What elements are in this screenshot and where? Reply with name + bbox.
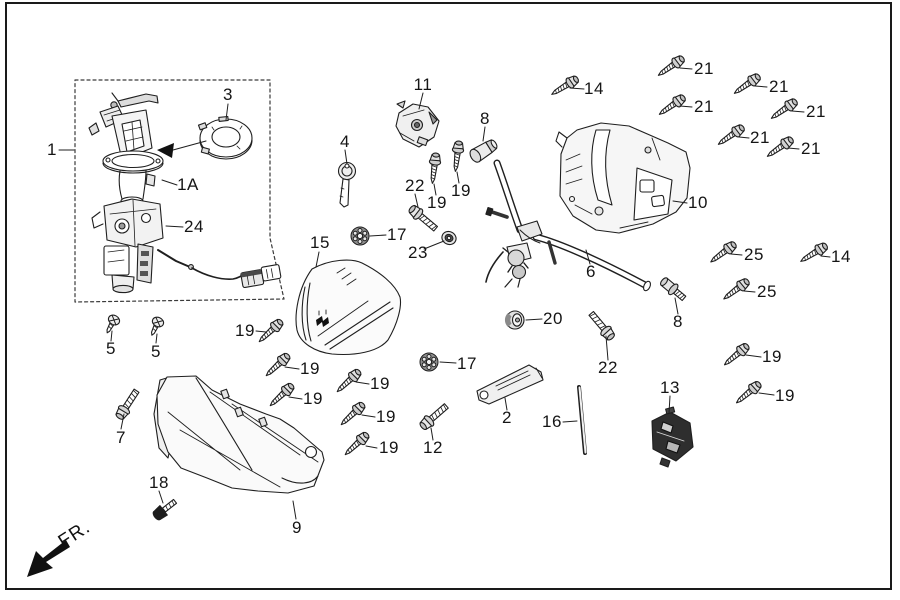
part-label-7: 7 — [116, 428, 126, 447]
part-label-19: 19 — [303, 389, 323, 408]
part-switch — [395, 100, 440, 148]
part-label-20: 20 — [543, 309, 563, 328]
part-label-8: 8 — [673, 312, 683, 331]
part-label-14: 14 — [584, 79, 604, 98]
part-label-19: 19 — [235, 321, 255, 340]
emblem-mark — [316, 316, 329, 327]
part-label-22: 22 — [405, 176, 425, 195]
fr-arrow — [27, 540, 70, 577]
part-label-21: 21 — [806, 102, 826, 121]
part-label-5: 5 — [106, 339, 116, 358]
part-label-18: 18 — [149, 473, 169, 492]
part-label-19: 19 — [300, 359, 320, 378]
part-label-1: 1 — [47, 140, 57, 159]
part-label-3: 3 — [223, 85, 233, 104]
part-label-17: 17 — [387, 225, 407, 244]
part-bush-upper — [469, 139, 498, 163]
part-label-11: 11 — [413, 75, 433, 94]
part-label-16: 16 — [542, 412, 562, 431]
part-label-21: 21 — [750, 128, 770, 147]
part-label-6: 6 — [586, 262, 596, 281]
part-stay-link — [476, 364, 544, 405]
part-label-24: 24 — [184, 217, 204, 236]
part-visor-garnish — [295, 259, 402, 356]
part-pivot-bolt — [660, 277, 687, 302]
part-rod — [577, 385, 587, 455]
part-label-22: 22 — [598, 358, 618, 377]
part-label-21: 21 — [694, 97, 714, 116]
part-label-21: 21 — [694, 59, 714, 78]
part-label-19: 19 — [427, 193, 447, 212]
part-label-12: 12 — [423, 438, 443, 457]
part-front-cover — [153, 375, 325, 494]
leader-lines — [58, 67, 831, 520]
part-label-25: 25 — [757, 282, 777, 301]
part-label-19: 19 — [379, 438, 399, 457]
part-fuel-pump-assembly — [88, 92, 282, 294]
part-label-10: 10 — [688, 193, 708, 212]
part-label-14: 14 — [831, 247, 851, 266]
part-label-23: 23 — [408, 243, 428, 262]
part-label-19: 19 — [376, 407, 396, 426]
part-label-19: 19 — [775, 386, 795, 405]
part-label-19: 19 — [762, 347, 782, 366]
part-label-21: 21 — [769, 77, 789, 96]
part-label-5: 5 — [151, 342, 161, 361]
part-label-8: 8 — [480, 109, 490, 128]
part-handle-cover — [555, 122, 691, 234]
part-label-4: 4 — [340, 132, 350, 151]
part-label-21: 21 — [801, 139, 821, 158]
pointer-arrow — [157, 143, 174, 158]
part-washer-23 — [441, 230, 457, 246]
part-label-19: 19 — [370, 374, 390, 393]
part-label-15: 15 — [310, 233, 330, 252]
part-handlebar — [485, 159, 651, 292]
part-cap-nut — [504, 310, 525, 330]
part-label-2: 2 — [502, 408, 512, 427]
part-label-25: 25 — [744, 245, 764, 264]
pump-wire-connector — [240, 264, 282, 289]
part-label-1A: 1A — [177, 175, 199, 194]
part-label-9: 9 — [292, 518, 302, 537]
part-label-19: 19 — [451, 181, 471, 200]
part-label-17: 17 — [457, 354, 477, 373]
part-label-13: 13 — [660, 378, 680, 397]
part-key — [337, 161, 357, 208]
